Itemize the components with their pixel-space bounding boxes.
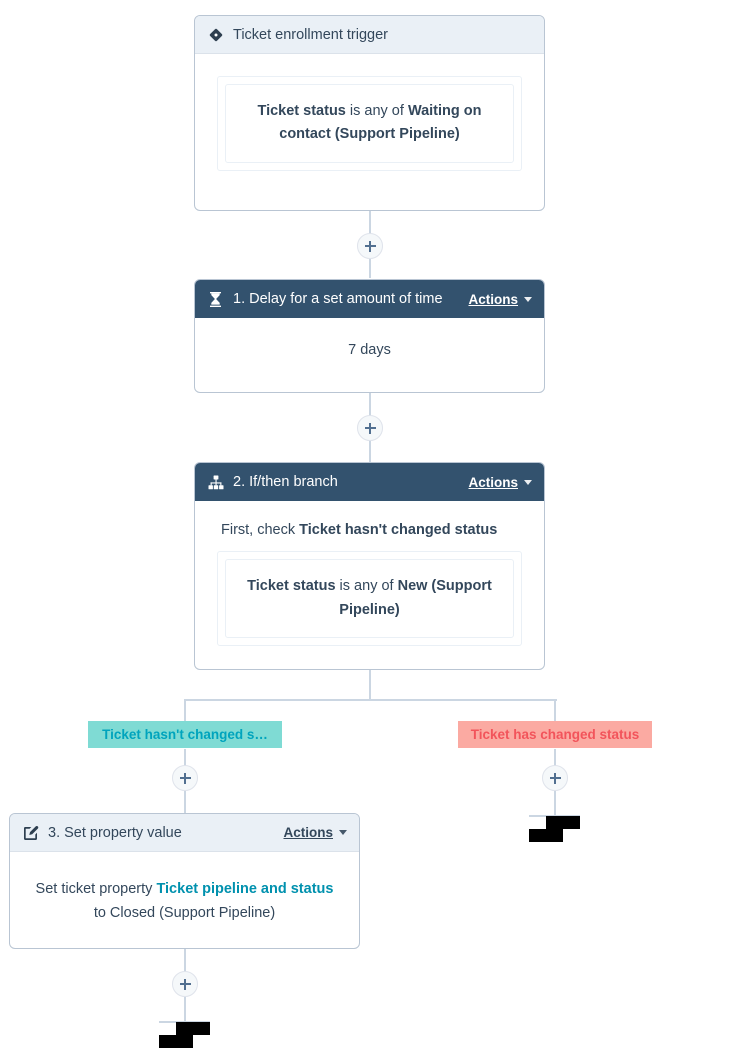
- branch-filter-group[interactable]: Ticket status is any of New (Support Pip…: [217, 551, 522, 647]
- branch-label-true-text: Ticket hasn't changed s…: [102, 727, 268, 742]
- set-property-description: Set ticket property Ticket pipeline and …: [34, 878, 335, 926]
- edit-pencil-icon: [22, 824, 39, 841]
- set-property-actions-menu[interactable]: Actions: [283, 825, 347, 840]
- connector-branch-false-drop: [554, 699, 556, 722]
- branch-actions-label: Actions: [468, 474, 518, 490]
- trigger-filter-property: Ticket status: [257, 103, 346, 119]
- set-property-card-header: 3. Set property value Actions: [10, 814, 359, 852]
- add-step-after-trigger-button[interactable]: [357, 233, 383, 259]
- trigger-card-header: Ticket enrollment trigger: [195, 16, 544, 54]
- set-property-card-title: 3. Set property value: [48, 824, 182, 841]
- set-property-link[interactable]: Ticket pipeline and status: [156, 881, 334, 897]
- branch-card-header: 2. If/then branch Actions: [195, 463, 544, 501]
- trigger-card-title: Ticket enrollment trigger: [233, 26, 388, 43]
- connector-branch-stem: [369, 670, 371, 700]
- set-property-card[interactable]: 3. Set property value Actions Set ticket…: [9, 813, 360, 949]
- connector-branch-crossbar: [185, 699, 557, 701]
- chevron-down-icon: [524, 479, 532, 485]
- chevron-down-icon: [524, 296, 532, 302]
- delay-duration: 7 days: [348, 342, 391, 358]
- trigger-card[interactable]: Ticket enrollment trigger Ticket status …: [194, 15, 545, 211]
- delay-card[interactable]: 1. Delay for a set amount of time Action…: [194, 279, 545, 393]
- chevron-down-icon: [339, 830, 347, 835]
- delay-actions-menu[interactable]: Actions: [468, 292, 532, 307]
- end-of-false-branch-flag: [529, 816, 580, 842]
- branch-filter-operator: is any of: [335, 578, 398, 595]
- delay-actions-label: Actions: [468, 291, 518, 307]
- branch-filter-value: New (Support Pipeline): [339, 578, 492, 618]
- add-step-false-branch-button[interactable]: [542, 765, 568, 791]
- trigger-filter: Ticket status is any of Waiting on conta…: [225, 84, 514, 163]
- trigger-card-body: Ticket status is any of Waiting on conta…: [195, 54, 544, 189]
- diamond-filter-icon: [207, 26, 224, 43]
- branch-check-prefix: First, check: [221, 522, 300, 538]
- branch-card[interactable]: 2. If/then branch Actions First, check T…: [194, 462, 545, 670]
- trigger-filter-group[interactable]: Ticket status is any of Waiting on conta…: [217, 76, 522, 171]
- branch-filter-property: Ticket status: [247, 578, 336, 595]
- branch-card-body: First, check Ticket hasn't changed statu…: [195, 501, 544, 664]
- add-step-after-delay-button[interactable]: [357, 415, 383, 441]
- delay-card-header: 1. Delay for a set amount of time Action…: [195, 280, 544, 318]
- set-property-card-body: Set ticket property Ticket pipeline and …: [10, 852, 359, 948]
- add-step-true-branch-button[interactable]: [172, 765, 198, 791]
- trigger-filter-value: Waiting on contact (Support Pipeline): [279, 103, 482, 143]
- branch-check-name: Ticket hasn't changed status: [299, 522, 498, 538]
- branch-label-false[interactable]: Ticket has changed status: [458, 721, 652, 748]
- branch-check-label: First, check Ticket hasn't changed statu…: [221, 520, 522, 540]
- delay-card-title: 1. Delay for a set amount of time: [233, 291, 443, 307]
- branch-label-false-text: Ticket has changed status: [470, 727, 640, 742]
- delay-card-body: 7 days: [195, 318, 544, 384]
- trigger-filter-operator: is any of: [345, 103, 408, 119]
- end-of-true-branch-flag: [159, 1022, 210, 1048]
- branch-actions-menu[interactable]: Actions: [468, 475, 532, 490]
- sitemap-icon: [207, 474, 224, 491]
- branch-card-title: 2. If/then branch: [233, 474, 338, 490]
- set-property-actions-label: Actions: [283, 825, 333, 840]
- branch-filter: Ticket status is any of New (Support Pip…: [225, 559, 514, 639]
- add-step-after-set-property-button[interactable]: [172, 971, 198, 997]
- set-property-prefix: Set ticket property: [35, 881, 157, 897]
- connector-branch-true-drop: [184, 699, 186, 722]
- branch-label-true[interactable]: Ticket hasn't changed s…: [88, 721, 282, 748]
- set-property-suffix: to Closed (Support Pipeline): [93, 904, 276, 921]
- hourglass-icon: [207, 291, 224, 308]
